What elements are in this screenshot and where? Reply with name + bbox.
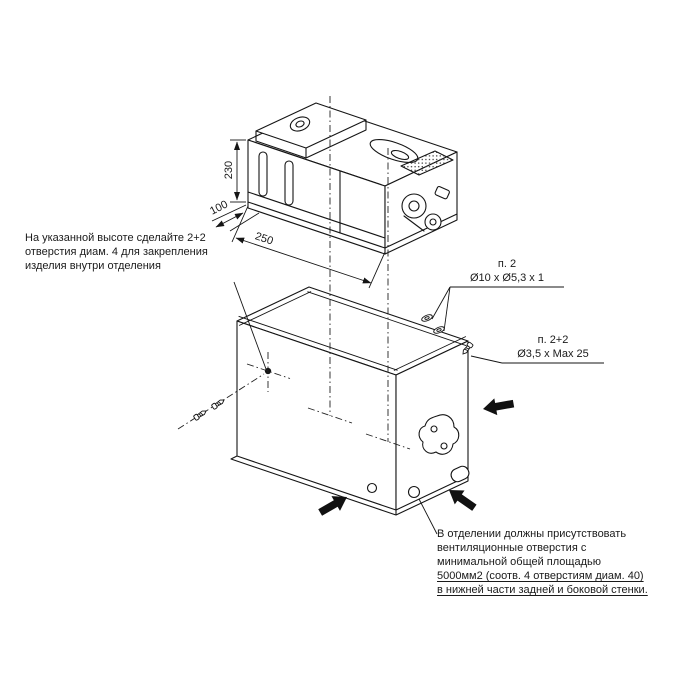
dim-100-line xyxy=(215,212,244,228)
screw-icon-left-1 xyxy=(192,408,208,422)
washer-callout-title: п. 2 xyxy=(497,258,517,270)
top-recess-slot xyxy=(390,149,410,161)
lid-knob-inner xyxy=(295,120,305,128)
left-note-line-1: На указанной высоте сделайте 2+2 xyxy=(25,232,206,244)
arrow-up-left-icon xyxy=(444,483,480,515)
bottom-note-line-4: 5000мм2 (соотв. 4 отверстиям диам. 40) xyxy=(437,570,644,582)
vent-hole-left xyxy=(366,482,378,494)
box-rim-thickness xyxy=(238,291,467,371)
left-note-line-2: отверстия диам. 4 для закрепления xyxy=(25,246,208,258)
brew-unit-hub xyxy=(408,200,420,212)
screw-callout: п. 2+2 Ø3,5 x Max 25 xyxy=(500,333,606,361)
box-base-slab xyxy=(230,455,469,516)
left-note-line-3: изделия внутри отделения xyxy=(25,260,161,272)
front-band xyxy=(247,191,386,239)
front-slot-2 xyxy=(284,160,294,206)
grommet-hole-1 xyxy=(430,425,438,433)
arrow-left-icon xyxy=(481,395,516,418)
edge-clip xyxy=(450,465,470,483)
bean-lid-right xyxy=(305,119,367,159)
compartment-box xyxy=(230,286,470,516)
front-slot-1 xyxy=(258,151,268,197)
side-grommet xyxy=(418,414,460,455)
bottom-note-line-2: вентиляционные отверстия с xyxy=(437,542,587,554)
washer-leader-2 xyxy=(443,286,451,332)
grommet-hole-2 xyxy=(440,442,448,450)
dimension-lines xyxy=(211,139,386,289)
bottom-note-line-1: В отделении должны присутствовать xyxy=(437,528,627,540)
washer-callout: п. 2 Ø10 x Ø5,3 x 1 xyxy=(448,257,566,285)
left-note: На указанной высоте сделайте 2+2 отверст… xyxy=(25,231,243,273)
brew-unit-link xyxy=(403,215,425,232)
vent-hole-right xyxy=(407,485,421,499)
screw-callout-title: п. 2+2 xyxy=(537,334,569,346)
bottom-note-line-5: в нижней части задней и боковой стенки. xyxy=(437,584,648,596)
dim-label-230: 230 xyxy=(223,160,235,180)
bottom-note: В отделении должны присутствовать вентил… xyxy=(437,527,687,597)
brew-unit-block xyxy=(434,185,450,200)
left-note-leader xyxy=(233,281,267,370)
bottom-note-line-3: минимальной общей площадью xyxy=(437,556,601,568)
appliance-drawing xyxy=(247,102,458,255)
washer-icon-1 xyxy=(420,312,434,324)
appliance-base-front xyxy=(247,201,386,255)
screw-callout-spec: Ø3,5 x Max 25 xyxy=(517,348,589,360)
leader-lines xyxy=(233,281,604,535)
washer-leader-1 xyxy=(431,286,451,320)
washer-callout-spec: Ø10 x Ø5,3 x 1 xyxy=(470,272,544,284)
screw-callout-leader xyxy=(470,355,503,364)
bottom-note-leader xyxy=(418,498,438,535)
brew-unit-gear-hub xyxy=(429,218,437,226)
appliance-base-right xyxy=(384,213,458,255)
bean-lid-front xyxy=(255,130,307,159)
top-grille xyxy=(400,150,454,176)
dim-250-line xyxy=(235,237,372,284)
